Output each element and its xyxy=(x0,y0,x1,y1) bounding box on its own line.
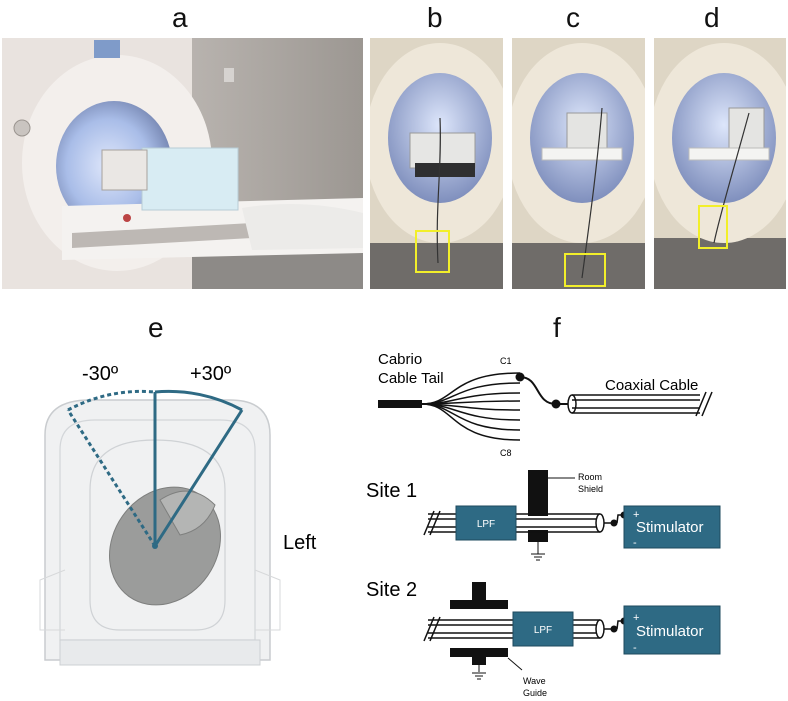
arc-minus30 xyxy=(67,389,156,412)
lpf-box-site1 xyxy=(455,505,517,541)
site1-label: Site 1 xyxy=(366,480,417,502)
c1-label: C1 xyxy=(500,356,512,366)
panel-label-e: e xyxy=(148,312,164,343)
angle-neg-label: -30º xyxy=(82,363,119,385)
angle-pos-label: +30º xyxy=(190,363,232,385)
stim-plus-site2: + xyxy=(633,612,639,624)
room-shield-label-2: Shield xyxy=(578,484,603,494)
photo-scanner-c xyxy=(512,38,645,289)
lpf-label-site2: LPF xyxy=(534,625,552,636)
site2-label: Site 2 xyxy=(366,579,417,601)
highlight-box-b xyxy=(415,230,450,273)
panel-label-c: c xyxy=(566,2,580,33)
panel-label-b: b xyxy=(427,2,443,33)
stim-minus-site1: - xyxy=(633,537,637,549)
panel-label-a: a xyxy=(172,2,188,33)
room-shield-upper xyxy=(528,470,548,516)
arc-plus30 xyxy=(154,389,243,412)
highlight-box-c xyxy=(564,253,606,287)
coaxial-cable-top xyxy=(567,391,713,417)
cable-tail-label-1: Cabrio xyxy=(378,351,422,368)
axis-minus30-line xyxy=(66,409,157,547)
wave-guide-lower xyxy=(450,648,508,657)
room-shield-lower xyxy=(528,530,548,542)
stim-minus-site2: - xyxy=(633,642,637,654)
wave-guide-label-2: Guide xyxy=(523,688,547,698)
photo-scanner-d xyxy=(654,38,786,289)
stimulator-box-site2 xyxy=(623,605,721,655)
coax-label: Coaxial Cable xyxy=(605,377,698,394)
panel-e-diagram: -30º +30º Left xyxy=(39,363,317,666)
panel-label-d: d xyxy=(704,2,720,33)
stimulator-box-site1 xyxy=(623,505,721,549)
stimulator-label-site2: Stimulator xyxy=(636,623,704,640)
axis-plus30-line xyxy=(153,409,244,547)
c8-label: C8 xyxy=(500,448,512,458)
highlight-box-d xyxy=(698,205,728,249)
lpf-label-site1: LPF xyxy=(477,519,495,530)
room-shield-label-1: Room xyxy=(578,472,602,482)
photo-scanner-b xyxy=(370,38,503,289)
lpf-box-site2 xyxy=(512,611,574,647)
panel-label-f: f xyxy=(553,312,561,343)
panel-f-diagram: Cabrio Cable Tail C1 C8 Coaxial Cable Si… xyxy=(366,351,721,698)
cable-tail-trunk xyxy=(378,400,422,408)
wave-guide-label-1: Wave xyxy=(523,676,546,686)
cable-tail-fan xyxy=(421,372,521,441)
stimulator-label-site1: Stimulator xyxy=(636,519,704,536)
stim-plus-site1: + xyxy=(633,509,639,521)
wave-guide-upper xyxy=(450,600,508,609)
cable-tail-label-2: Cable Tail xyxy=(378,370,444,387)
left-side-label: Left xyxy=(283,532,317,554)
photo-mri-scanner xyxy=(2,38,363,289)
